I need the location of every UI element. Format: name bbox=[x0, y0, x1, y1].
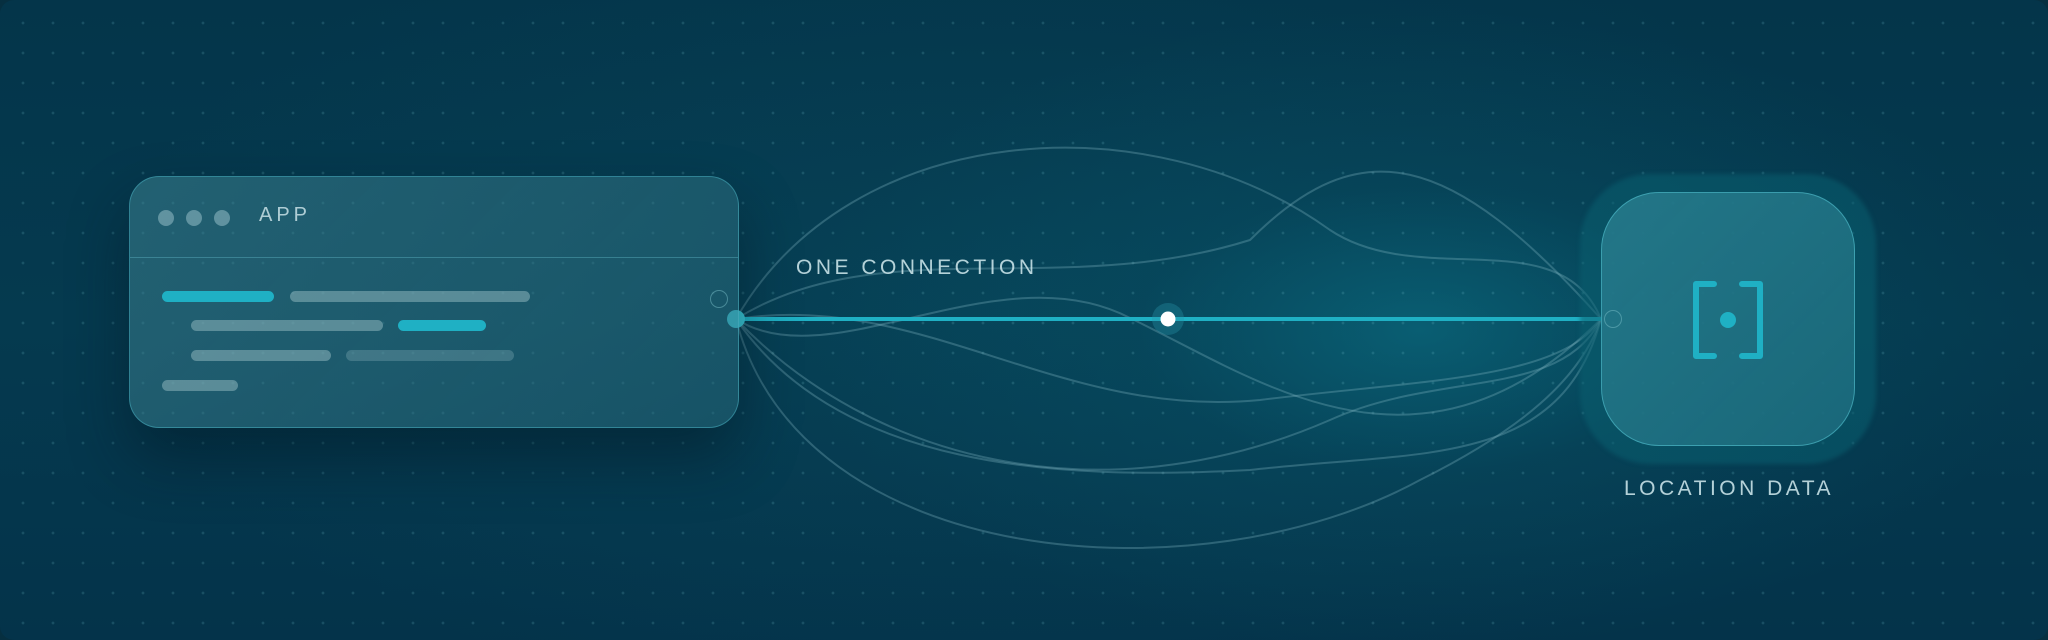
content-line bbox=[162, 380, 238, 391]
tangled-wire bbox=[735, 318, 1602, 474]
app-window-card: APP bbox=[129, 176, 739, 428]
tangled-wire bbox=[735, 146, 1602, 320]
content-line bbox=[346, 350, 514, 361]
location-data-card bbox=[1601, 192, 1855, 446]
content-line bbox=[191, 320, 383, 331]
tangled-wire bbox=[735, 170, 1602, 320]
tangled-wire bbox=[735, 296, 1602, 416]
location-data-label: LOCATION DATA bbox=[1624, 477, 1835, 500]
window-dot-2 bbox=[186, 210, 202, 226]
app-title: APP bbox=[259, 204, 312, 226]
tangled-wire bbox=[735, 313, 1602, 404]
window-dot-3 bbox=[214, 210, 230, 226]
content-line bbox=[398, 320, 486, 331]
tangled-wire bbox=[735, 318, 1602, 471]
connection-label: ONE CONNECTION bbox=[796, 256, 1038, 279]
location-bracket-icon bbox=[1693, 281, 1763, 359]
app-window-header: APP bbox=[130, 177, 738, 258]
content-line bbox=[162, 291, 274, 302]
content-line bbox=[191, 350, 331, 361]
midpoint-node bbox=[1160, 311, 1176, 327]
app-port-ring bbox=[710, 290, 728, 308]
window-dot-1 bbox=[158, 210, 174, 226]
content-line bbox=[290, 291, 530, 302]
tangled-wire bbox=[735, 318, 1602, 549]
location-port-ring bbox=[1604, 310, 1622, 328]
